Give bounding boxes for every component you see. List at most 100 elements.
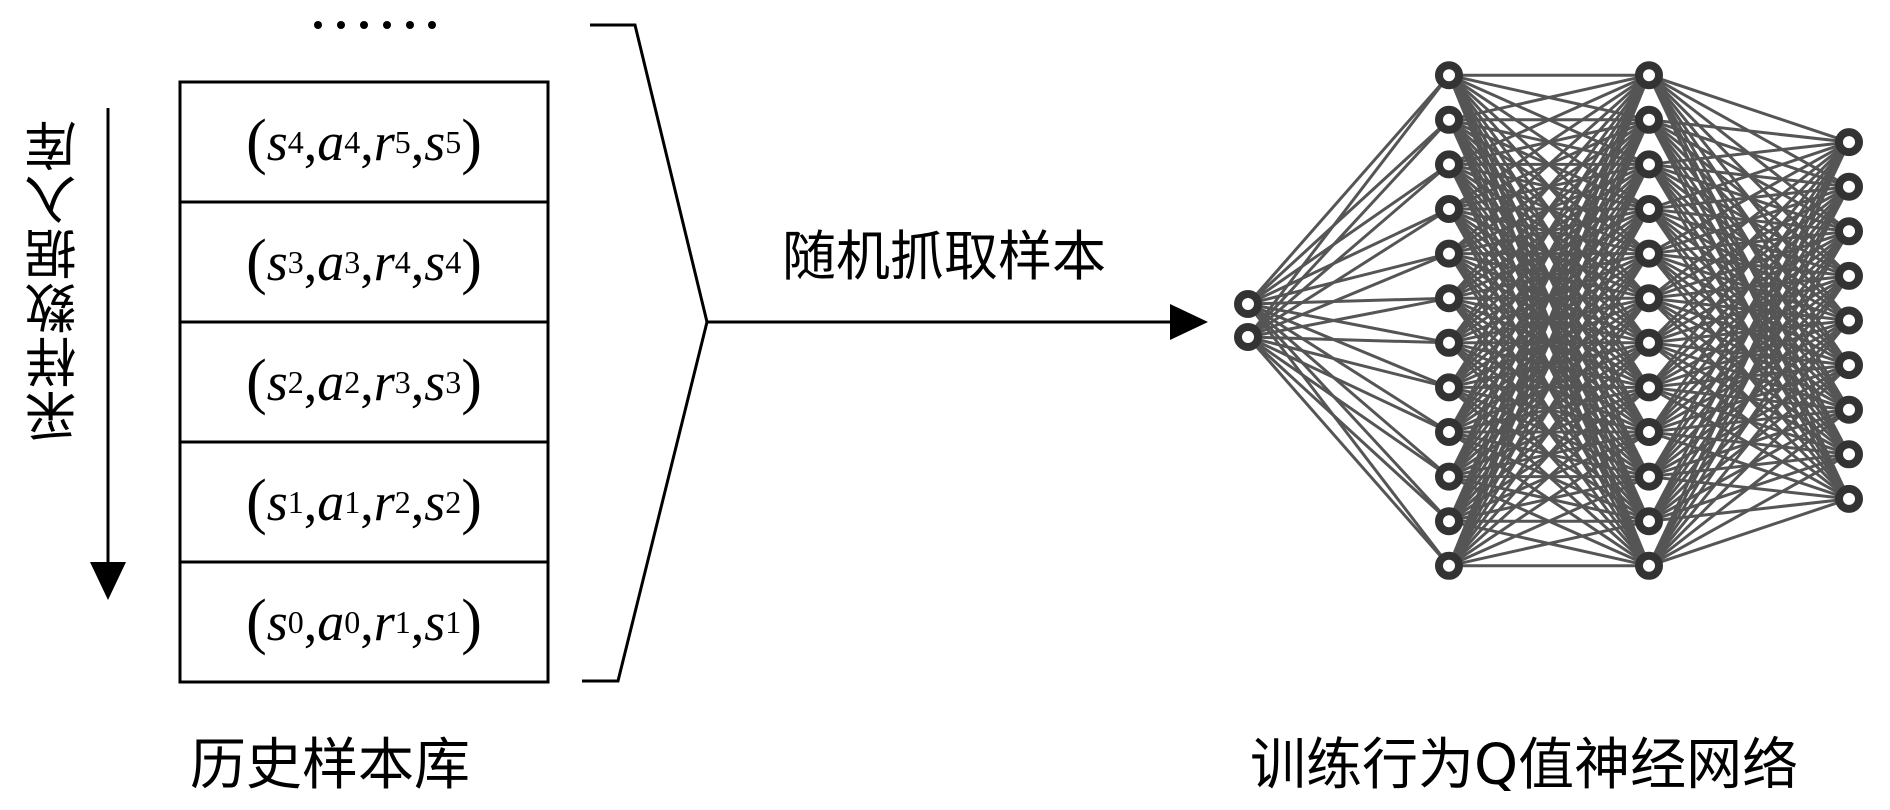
network-node [1835,261,1863,290]
state-index: 2 [287,363,304,400]
network-edge [1247,163,1450,339]
network-edge [1447,163,1651,567]
network-node [1435,195,1463,223]
network-edge [1448,73,1650,166]
network-edge [1447,252,1651,567]
down-arrow-head-icon [90,562,126,600]
action-var: a [317,352,345,412]
next-state-index: 1 [445,603,462,640]
network-edge [1447,74,1651,478]
network-edge [1648,73,1850,144]
network-edge [1647,141,1851,433]
sample-store-caption: 历史样本库 [190,733,470,798]
network-edge [1247,302,1450,389]
network-edge [1447,119,1651,567]
network-edge [1647,364,1851,567]
network-edge [1448,73,1650,122]
reward-index: 2 [394,483,411,520]
side-label: 采样数据入库 [26,118,86,442]
action-var: a [317,112,345,172]
network-node [1435,328,1463,357]
network-edge [1447,208,1651,567]
network-edge [1246,335,1451,523]
network-edge [1448,386,1650,567]
reward-var: r [373,232,395,292]
action-index: 4 [344,123,361,160]
network-edge [1247,252,1450,339]
network-edge [1447,297,1651,567]
network-node [1435,61,1463,90]
network-edge [1448,73,1650,211]
state-index: 1 [287,483,304,520]
next-state-var: s [424,232,446,292]
network-edge [1246,303,1451,567]
network-node [1234,323,1262,351]
network-edge [1247,302,1450,434]
paren: ( [246,587,267,656]
sampling-bracket [582,23,709,683]
paren: ) [461,587,482,656]
network-edge [1448,74,1650,255]
network-edge [1648,140,1850,300]
network-node [1635,284,1663,313]
network-node [1635,239,1663,268]
action-index: 0 [344,603,361,640]
action-index: 2 [344,363,361,400]
network-node [1435,284,1463,313]
next-state-index: 4 [445,243,462,280]
network-edge [1448,475,1650,568]
network-edge [1247,296,1450,339]
reward-index: 4 [394,243,411,280]
network-node [1835,440,1863,469]
paren: ) [461,467,482,536]
network-edge [1648,140,1850,255]
network-node [1635,61,1663,90]
network-edge [1447,74,1651,433]
network-node [1435,418,1463,446]
network-node [1435,150,1463,179]
state-var: s [266,352,288,412]
network-edge [1647,141,1851,522]
action-var: a [317,472,345,532]
sample-store-box [178,80,550,684]
network-edge [1247,302,1450,478]
network-node [1635,507,1663,536]
next-state-index: 3 [445,363,462,400]
network-node [1835,128,1863,157]
network-node [1435,462,1463,491]
network-edge [1448,430,1650,568]
network-node [1635,105,1663,134]
network-node [1635,551,1663,580]
network-node [1835,217,1863,246]
network-node [1435,551,1463,580]
paren: ( [246,227,267,296]
network-edge [1647,275,1851,567]
network-node [1435,239,1463,268]
next-state-index: 2 [445,483,462,520]
network-edge [1447,74,1651,522]
network-node [1435,507,1463,536]
network-edge [1647,141,1851,344]
network-nodes [1234,61,1863,580]
network-edge [1447,341,1651,567]
right-arrow-head-icon [1170,304,1208,340]
reward-var: r [373,352,395,412]
network-edges [1246,73,1851,568]
network-node [1635,373,1663,402]
paren: ( [246,347,267,416]
network-edge [1246,118,1451,339]
network-edge [1246,74,1451,305]
next-state-var: s [424,352,446,412]
paren: ( [246,107,267,176]
state-var: s [266,112,288,172]
network-edge [1247,207,1450,306]
action-var: a [317,592,345,652]
network-edge [1247,335,1450,345]
network-caption: 训练行为Q值神经网络 [1250,733,1799,798]
network-node [1635,150,1663,179]
